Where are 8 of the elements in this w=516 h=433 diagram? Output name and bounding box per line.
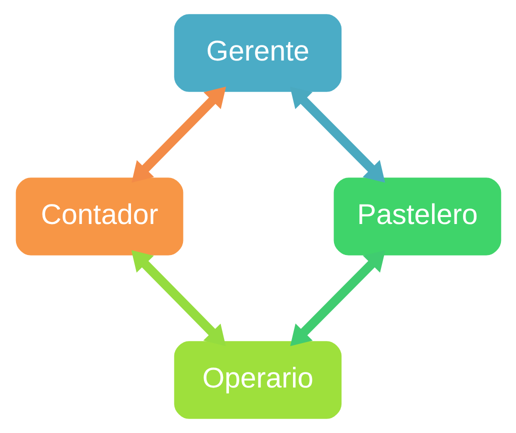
node-box: Contador bbox=[14, 176, 184, 257]
node-box: Operario bbox=[172, 340, 342, 420]
arrow bbox=[289, 86, 385, 183]
arrow bbox=[130, 250, 226, 346]
node-box: Pastelero bbox=[332, 176, 502, 257]
node-box: Gerente bbox=[172, 12, 342, 94]
arrow bbox=[131, 86, 226, 183]
arrow bbox=[290, 250, 385, 346]
